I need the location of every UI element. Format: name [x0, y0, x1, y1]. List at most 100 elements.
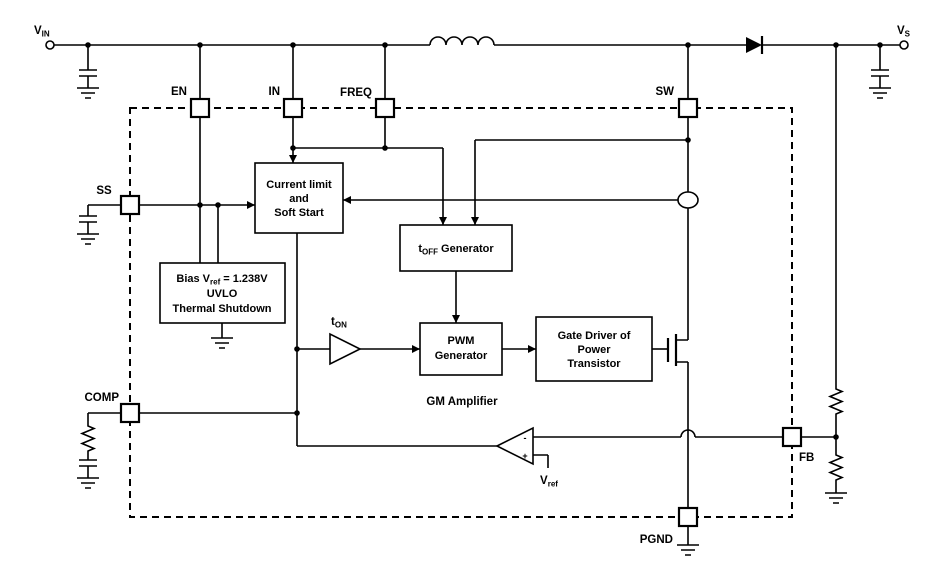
pin-sw-label: SW [655, 86, 674, 98]
junction-dot [294, 346, 300, 352]
junction-dot [197, 202, 203, 208]
junction-dot [685, 42, 691, 48]
pin-comp [119, 402, 141, 424]
ic-boundary [129, 107, 793, 518]
capacitor-plates [79, 69, 97, 77]
pin-en [189, 97, 211, 119]
current-sense-oval [677, 191, 699, 209]
bias-ground-icon [211, 337, 233, 349]
arrowheads [247, 155, 536, 353]
gate-driver-line1: Gate Driver of [558, 330, 631, 342]
junction-dot [382, 145, 388, 151]
junction-dots [85, 42, 883, 440]
pin-ss-label: SS [96, 185, 112, 197]
vs-terminal [899, 40, 909, 50]
current-limit-block [254, 162, 344, 234]
output-capacitor [869, 69, 891, 99]
pgnd-ground-icon [677, 544, 699, 556]
junction-dot [833, 434, 839, 440]
pin-pgnd-label: PGND [640, 534, 673, 546]
vin-label: VIN [34, 25, 50, 39]
labels: VIN VS EN IN FREQ SW SS COMP FB PGND Cur… [34, 25, 911, 546]
gm-amplifier-triangle [495, 426, 534, 466]
gm-amplifier-label: GM Amplifier [426, 396, 498, 408]
wires [54, 44, 900, 545]
junction-dot [197, 42, 203, 48]
bias-line3: Thermal Shutdown [173, 303, 272, 315]
pin-fb-label: FB [799, 452, 814, 464]
pin-freq-label: FREQ [340, 87, 372, 99]
passive-components [45, 36, 909, 556]
power-mosfet [666, 334, 688, 366]
vref-stub [533, 454, 549, 468]
pin-freq [374, 97, 396, 119]
ground-icon [77, 233, 99, 245]
pwm-generator-block [419, 322, 503, 376]
vin-terminal [45, 40, 55, 50]
ss-capacitor [77, 215, 99, 245]
bias-uvlo-block [159, 262, 286, 324]
arrow-sense-to-current-limit [343, 196, 351, 204]
ground-icon [869, 87, 891, 99]
mosfet-drain-source-stubs [676, 339, 688, 363]
upper-feedback-resistor [827, 386, 845, 417]
comp-resistor [79, 423, 97, 454]
inductor [429, 36, 495, 46]
arrow-in-to-current-limit [289, 155, 297, 163]
junction-dot [290, 145, 296, 151]
junction-dot [85, 42, 91, 48]
sw-to-toff [474, 139, 688, 225]
pin-pgnd [677, 506, 699, 528]
pin-ss [119, 194, 141, 216]
pwm-line2: Generator [435, 350, 488, 362]
freq-to-toff [293, 147, 444, 225]
capacitor-plates [79, 459, 97, 467]
comp-rc-network [77, 423, 99, 489]
pin-comp-label: COMP [85, 392, 120, 404]
pin-en-label: EN [171, 86, 187, 98]
ic-pins [119, 97, 803, 528]
arrow-sw-to-toff [471, 217, 479, 225]
junction-dot [290, 42, 296, 48]
junction-dot [833, 42, 839, 48]
vref-label: Vref [540, 475, 558, 489]
junction-dot [877, 42, 883, 48]
gate-driver-line3: Transistor [567, 358, 621, 370]
junction-dot [294, 410, 300, 416]
ground-icon [825, 492, 847, 504]
current-limit-line1: Current limit [266, 179, 332, 191]
feedback-divider [825, 386, 847, 504]
junction-dot [685, 137, 691, 143]
gate-driver-line2: Power [577, 344, 611, 356]
ground-icon [77, 477, 99, 489]
arrow-toff-to-pwm [452, 315, 460, 323]
vs-label: VS [897, 25, 911, 39]
ground-icon [77, 87, 99, 99]
pin-sw [677, 97, 699, 119]
pin-in-label: IN [269, 86, 281, 98]
arrow-freq-to-toff [439, 217, 447, 225]
bias-line2: UVLO [207, 288, 238, 300]
ton-label: tON [331, 316, 347, 330]
bias-line1: Bias Vref= 1.238V [176, 273, 268, 287]
arrow-pwm-to-gate [528, 345, 536, 353]
diode [746, 36, 764, 54]
pin-in [282, 97, 304, 119]
current-limit-line3: Soft Start [274, 207, 324, 219]
pin-fb [781, 426, 803, 448]
junction-dot [382, 42, 388, 48]
arrow-ton-to-pwm [412, 345, 420, 353]
lower-feedback-resistor [827, 452, 845, 483]
junction-dot [215, 202, 221, 208]
input-capacitor [77, 69, 99, 99]
capacitor-plates [871, 69, 889, 77]
ton-buffer-triangle [329, 332, 362, 366]
gm-plus-sign: + [522, 451, 527, 461]
gm-minus-sign: - [524, 433, 527, 443]
current-limit-line2: and [289, 193, 309, 205]
arrow-ss-to-current-limit [247, 201, 255, 209]
toff-generator-block [399, 224, 513, 272]
